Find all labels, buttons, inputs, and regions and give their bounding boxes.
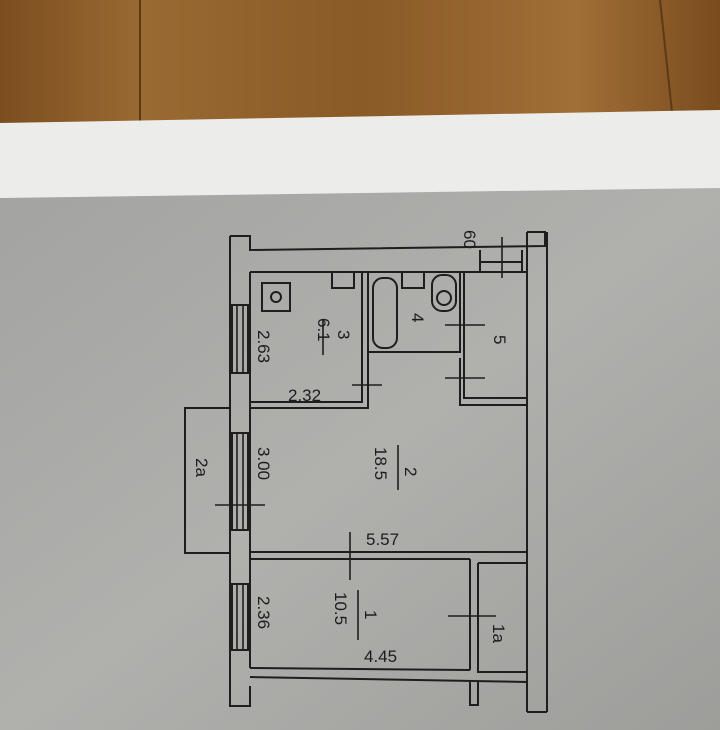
room-3-number: 3: [334, 330, 353, 339]
room-3-dim-vertical: 2.63: [254, 330, 273, 363]
room-5-number: 5: [490, 335, 509, 344]
room-1-dim-vertical: 2.36: [254, 596, 273, 629]
room-2-area: 18.5: [371, 447, 390, 480]
door-ticks: [215, 237, 503, 617]
room-2-number: 2: [401, 467, 420, 476]
windows: [231, 304, 249, 651]
room-3-dim-horizontal: 2.32: [288, 386, 321, 405]
room-1-dim-horizontal: 4.45: [364, 647, 397, 666]
room-2-dim-vertical: 3.00: [254, 447, 273, 480]
room-1-area: 10.5: [331, 592, 350, 625]
room-2a-number: 2a: [192, 458, 211, 477]
walls: [184, 231, 548, 713]
room-1-number: 1: [361, 610, 380, 619]
room-4-number: 4: [408, 313, 427, 322]
wall-thickness-label: 60: [460, 230, 479, 249]
room-2-dim-horizontal: 5.57: [366, 530, 399, 549]
paper-sheet: [0, 110, 720, 200]
wooden-floor: [0, 0, 720, 130]
plan-area: [0, 188, 720, 730]
room-1a-number: 1a: [489, 624, 508, 643]
room-3-area: 6.1: [314, 318, 333, 342]
